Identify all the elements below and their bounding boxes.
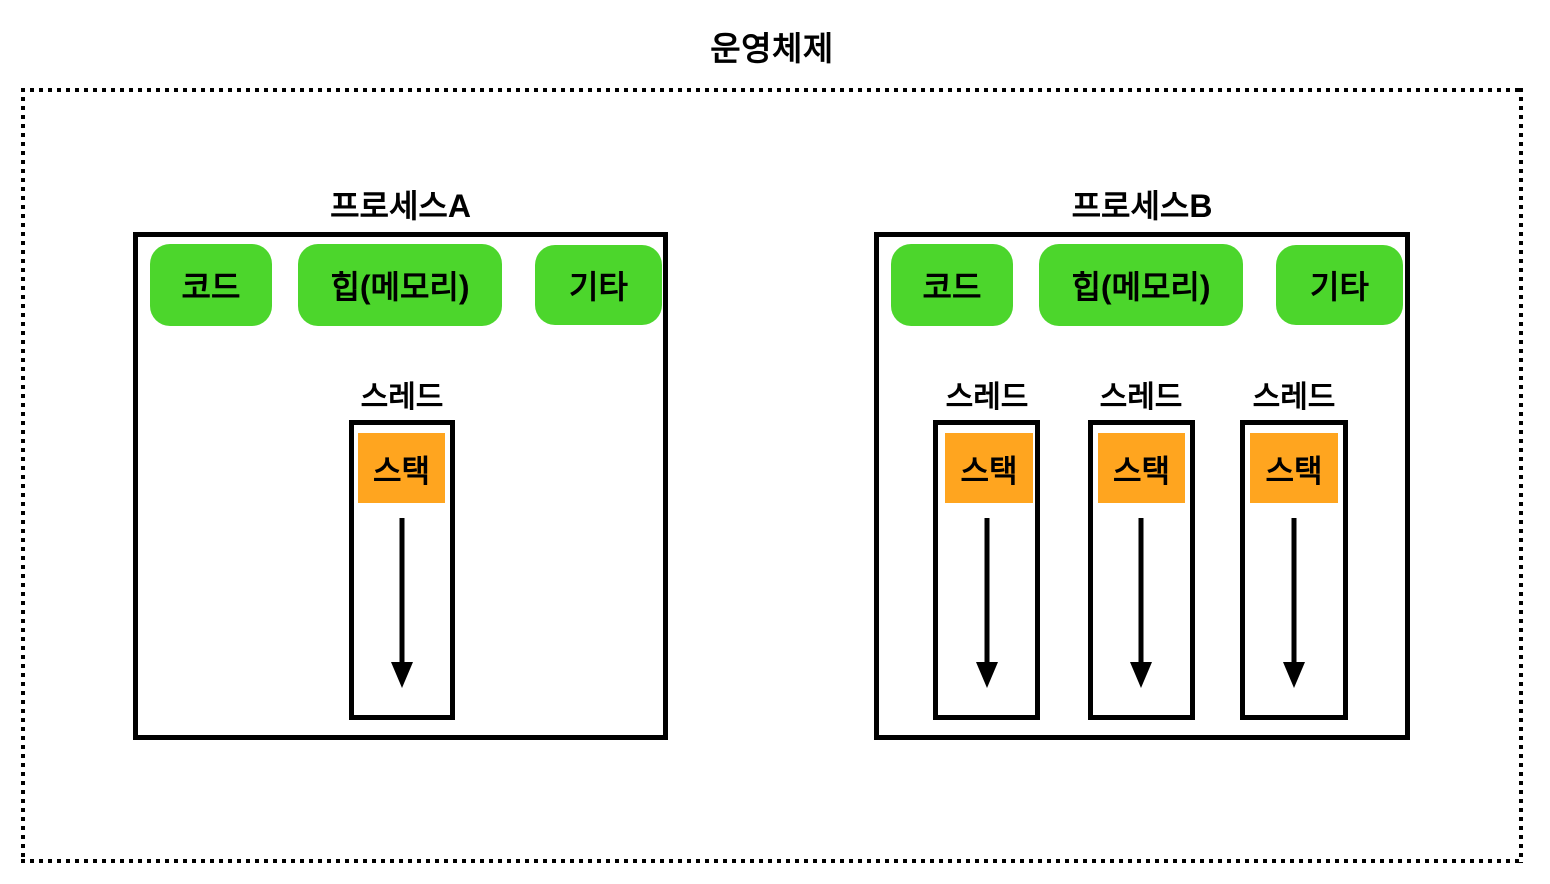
process-a-etc-segment: 기타 [535, 245, 662, 325]
down-arrow-icon [391, 518, 413, 688]
os-title: 운영체제 [710, 30, 834, 67]
process-a-heap-segment: 힙(메모리) [298, 244, 502, 326]
process-b-thread2-label: 스레드 [1099, 381, 1183, 414]
process-b-thread2-stack-badge: 스택 [1098, 433, 1185, 503]
down-arrow-icon [1130, 518, 1152, 688]
process-b-etc-segment: 기타 [1276, 245, 1403, 325]
process-b-heap-segment: 힙(메모리) [1039, 244, 1243, 326]
process-b-thread1-stack-badge: 스택 [945, 433, 1033, 503]
process-b-code-segment: 코드 [891, 244, 1013, 326]
process-b-thread1-label: 스레드 [945, 381, 1029, 414]
process-b-thread3-stack-badge: 스택 [1250, 433, 1338, 503]
process-a-code-segment: 코드 [150, 244, 272, 326]
process-a-thread-label: 스레드 [360, 381, 444, 414]
process-b-label: 프로세스B [1071, 188, 1213, 224]
down-arrow-icon [976, 518, 998, 688]
process-b-thread3-label: 스레드 [1252, 381, 1336, 414]
down-arrow-icon [1283, 518, 1305, 688]
process-a-label: 프로세스A [330, 188, 471, 224]
process-a-stack-badge: 스택 [358, 433, 445, 503]
